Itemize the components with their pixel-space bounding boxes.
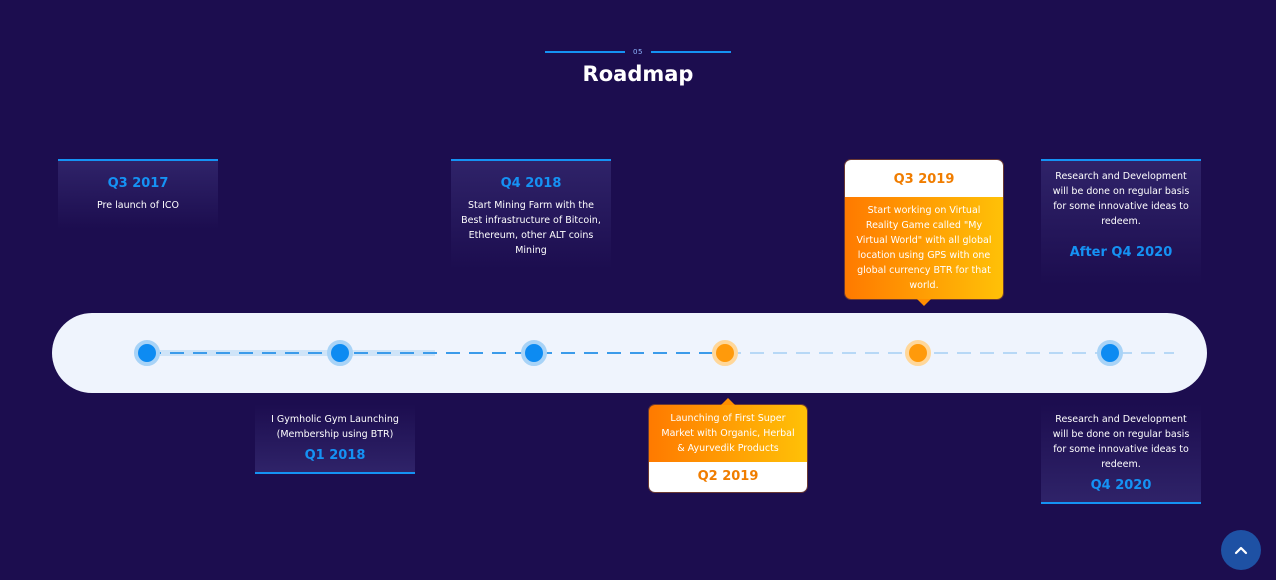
milestone-quarter: Q4 2018 (500, 176, 562, 191)
pointer-up-icon (721, 398, 735, 405)
milestone-description: Start Mining Farm with the Best infrastr… (461, 200, 601, 256)
scroll-to-top-button[interactable] (1221, 530, 1261, 570)
milestone-description: I Gymholic Gym Launching (Membership usi… (271, 414, 399, 440)
page-title: Roadmap (582, 62, 694, 86)
timeline-dot-q3-2017 (134, 340, 160, 366)
milestone-description: Launching of First Super Market with Org… (649, 405, 807, 462)
milestone-card-q3-2019: Q3 2019 Start working on Virtual Reality… (845, 160, 1003, 306)
chevron-up-icon (1234, 546, 1248, 555)
header-rule-right (650, 51, 731, 53)
milestone-card-q3-2017: Q3 2017 Pre launch of ICO (58, 159, 218, 229)
milestone-description: Pre launch of ICO (97, 200, 179, 211)
pointer-down-icon (917, 299, 931, 306)
milestone-quarter: Q1 2018 (304, 448, 366, 463)
timeline-dot-q4-2018 (521, 340, 547, 366)
milestone-quarter: Q2 2019 (649, 462, 807, 492)
milestone-card-q4-2018: Q4 2018 Start Mining Farm with the Best … (451, 159, 611, 269)
milestone-quarter: Q4 2020 (1090, 478, 1152, 493)
milestone-quarter: Q3 2019 (845, 160, 1003, 197)
header-rule-row: 05 (0, 48, 1276, 56)
milestone-quarter: Q3 2017 (107, 176, 169, 191)
milestone-description: Research and Development will be done on… (1052, 414, 1190, 470)
timeline-dot-q1-2018 (327, 340, 353, 366)
milestone-card-q1-2018: I Gymholic Gym Launching (Membership usi… (255, 404, 415, 474)
milestone-card-q4-2020: Research and Development will be done on… (1041, 404, 1201, 504)
milestone-quarter: After Q4 2020 (1069, 245, 1173, 260)
milestone-description: Research and Development will be done on… (1052, 171, 1190, 227)
timeline-track (52, 313, 1207, 393)
timeline-line (147, 350, 1174, 356)
timeline-dot-q4-2020 (1097, 340, 1123, 366)
section-header: 05 Roadmap (0, 48, 1276, 86)
timeline-dot-q2-2019 (712, 340, 738, 366)
section-number: 05 (633, 48, 643, 56)
milestone-card-after-q4-2020: Research and Development will be done on… (1041, 159, 1201, 285)
milestone-card-q2-2019: Launching of First Super Market with Org… (649, 398, 807, 492)
timeline-dot-q3-2019 (905, 340, 931, 366)
milestone-description: Start working on Virtual Reality Game ca… (845, 197, 1003, 299)
header-rule-left (545, 51, 626, 53)
